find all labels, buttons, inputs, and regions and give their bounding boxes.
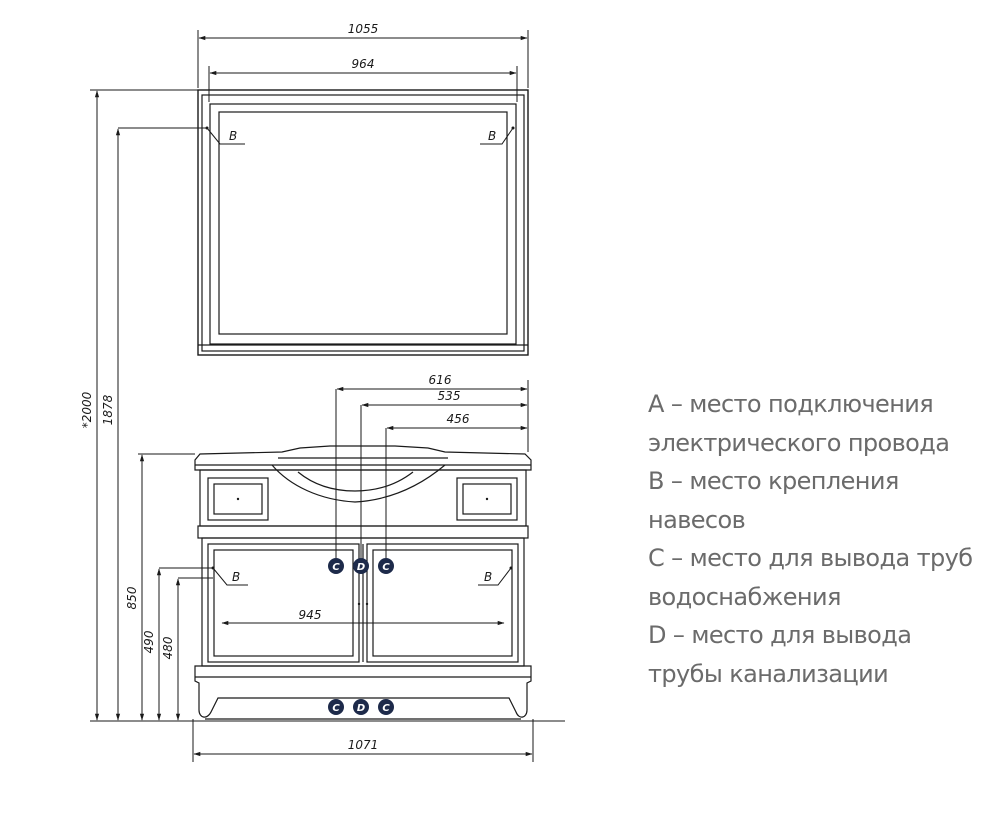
marker-d-upper: D [357, 562, 365, 573]
mirror-dimension-lines [197, 30, 529, 102]
legend-line-b-2: навесов [648, 505, 746, 534]
outlet-markers-upper: C D C [328, 558, 394, 574]
legend-line-a-2: электрического провода [648, 428, 950, 457]
dim-height-480: 480 [161, 636, 175, 659]
marker-b-mirror-right: B [488, 129, 496, 143]
legend-line-c-1: C – место для вывода труб [648, 544, 973, 572]
legend-line-c-2: водоснабжения [648, 582, 841, 611]
legend-line-a-1: A – место подключения [648, 390, 934, 418]
vanity-cabinet [194, 445, 532, 720]
marker-c-lower-left: C [332, 703, 340, 714]
dim-mirror-outer-width: 1055 [348, 22, 379, 36]
marker-b-vanity-right: B [484, 570, 492, 584]
legend: A – место подключения электрического про… [648, 385, 978, 693]
marker-c-upper-left: C [332, 562, 340, 573]
handle-dots [205, 126, 515, 606]
mirror [197, 89, 529, 356]
dim-456: 456 [447, 412, 470, 426]
dim-mirror-mount-height: 1878 [101, 394, 115, 425]
height-dimension-lines [90, 89, 565, 722]
legend-line-d-2: трубы канализации [648, 659, 889, 688]
dim-cabinet-height: 850 [125, 586, 139, 609]
vanity-mount-leaders [159, 567, 512, 586]
dim-616: 616 [429, 373, 452, 387]
marker-b-vanity-left: B [232, 570, 240, 584]
dim-height-490: 490 [142, 630, 156, 653]
marker-b-mirror-left: B [229, 129, 237, 143]
marker-c-upper-right: C [382, 562, 390, 573]
dim-mirror-inner-width: 964 [352, 57, 375, 71]
dim-cabinet-width: 1071 [348, 738, 379, 752]
legend-line-b-1: B – место крепления [648, 467, 899, 495]
dim-535: 535 [438, 389, 461, 403]
cabinet-width-line [192, 719, 534, 762]
marker-c-lower-right: C [382, 703, 390, 714]
dim-mount-span: 945 [299, 608, 322, 622]
marker-d-lower: D [357, 703, 365, 714]
outlet-dimension-lines [335, 380, 529, 558]
dim-total-height: *2000 [80, 391, 94, 428]
mirror-mount-leaders [118, 127, 514, 145]
outlet-markers-lower: C D C [328, 699, 394, 715]
legend-line-d-1: D – место для вывода [648, 621, 912, 649]
